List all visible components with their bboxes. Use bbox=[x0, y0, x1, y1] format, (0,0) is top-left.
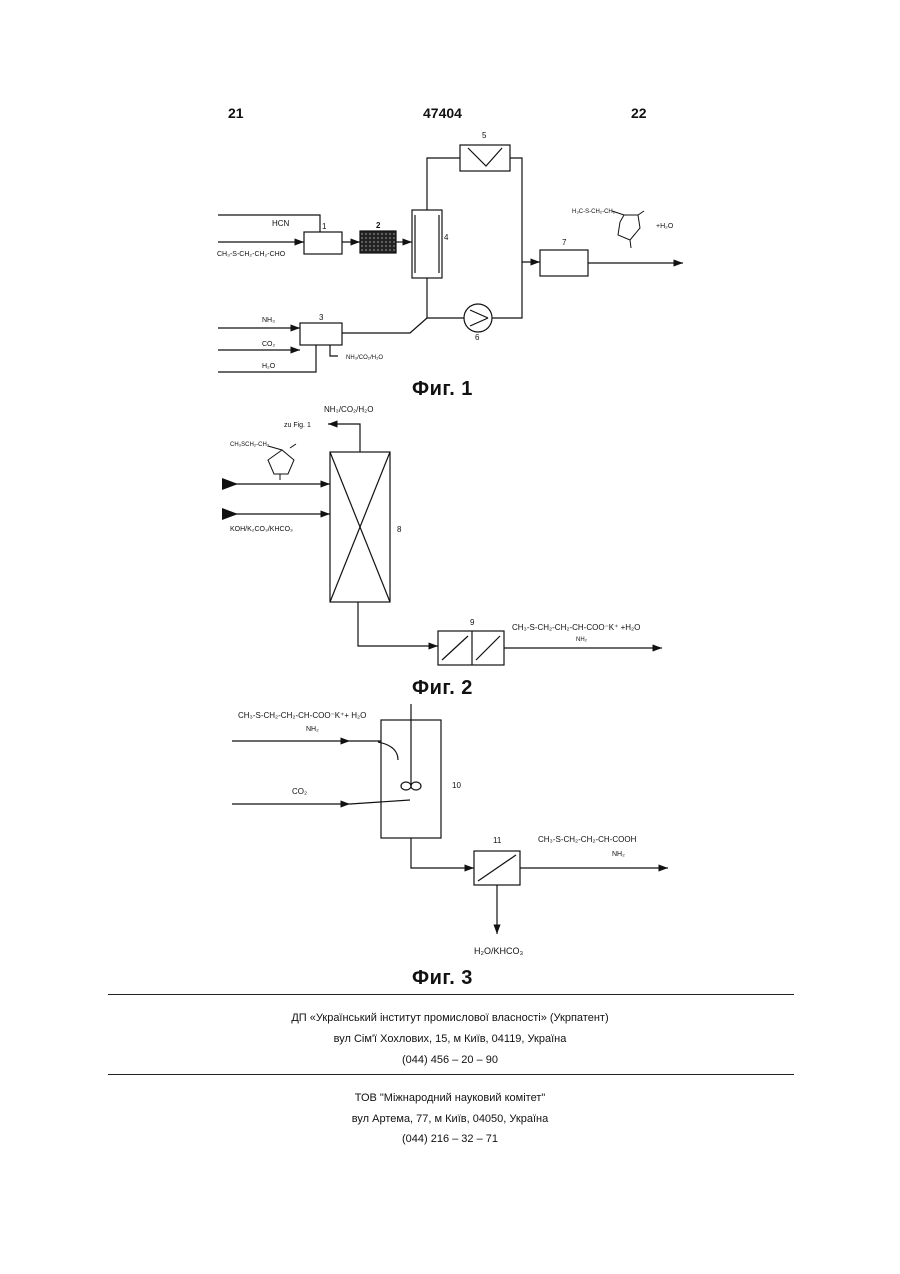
reactor-1 bbox=[304, 232, 342, 254]
nh2-label-fig2: NH₂ bbox=[576, 637, 588, 643]
hcn-feed-line bbox=[218, 215, 320, 233]
product-label-fig3: CH₃-S-CH₂-CH₂-CH-COOH bbox=[538, 835, 637, 844]
water-label: +H₂O bbox=[656, 223, 674, 230]
label-6: 6 bbox=[475, 333, 480, 342]
byproduct-label: H₂O/KHCO₃ bbox=[474, 946, 523, 956]
figure-1-labels: HCN CH₃-S-CH₂-CH₂-CHO NH₃ CO₂ H₂O NH₃/CO… bbox=[217, 131, 674, 370]
nh3-label: NH₃ bbox=[262, 317, 275, 324]
hcn-label: HCN bbox=[272, 219, 290, 228]
figure-3 bbox=[232, 704, 668, 934]
h2o-label: H₂O bbox=[262, 363, 276, 370]
label-11: 11 bbox=[493, 836, 502, 845]
co2-label: CO₂ bbox=[262, 341, 276, 348]
aldehyde-label: CH₃-S-CH₂-CH₂-CHO bbox=[217, 251, 286, 258]
label-5: 5 bbox=[482, 131, 487, 140]
figure-2-labels: NH₃/CO₂/H₂O zu Fig. 1 CH₃SCH₂-CH₂ KOH/K₂… bbox=[230, 405, 640, 643]
nh2-product-label-fig3: NH₂ bbox=[612, 851, 625, 858]
figure-2-caption: Фиг. 2 bbox=[412, 677, 473, 700]
figure-3-caption: Фиг. 3 bbox=[412, 967, 473, 990]
feed-label-fig3: CH₃-S-CH₂-CH₂-CH-COO⁻K⁺+ H₂O bbox=[238, 711, 366, 720]
footer-rule-middle bbox=[108, 1074, 794, 1075]
footer-org-1: ДП «Український інститут промислової вла… bbox=[0, 1012, 900, 1024]
hydantoin-product-label: H₃C-S-CH₂-CH₂ bbox=[572, 209, 616, 215]
footer-rule-top bbox=[108, 994, 794, 995]
footer-phone-1: (044) 456 – 20 – 90 bbox=[0, 1054, 900, 1066]
footer-address-1: вул Сім'ї Хохлових, 15, м Київ, 04119, У… bbox=[0, 1033, 900, 1045]
heat-exchanger-5 bbox=[460, 145, 510, 171]
offgas-label: NH₃/CO₂/H₂O bbox=[324, 405, 373, 414]
feed-arrowheads-fig2 bbox=[222, 478, 238, 520]
label-3: 3 bbox=[319, 313, 324, 322]
column-4 bbox=[412, 210, 442, 278]
nh2-label-fig3: NH₂ bbox=[306, 726, 319, 733]
footer-address-2: вул Артема, 77, м Київ, 04050, Україна bbox=[0, 1113, 900, 1125]
separator-9 bbox=[438, 631, 504, 665]
hydantoin-label-fig2: CH₃SCH₂-CH₂ bbox=[230, 442, 270, 448]
label-4: 4 bbox=[444, 233, 449, 242]
footer-phone-2: (044) 216 – 32 – 71 bbox=[0, 1133, 900, 1145]
label-7: 7 bbox=[562, 238, 567, 247]
base-label: KOH/K₂CO₃/KHCO₃ bbox=[230, 526, 293, 533]
zu-fig1-label: zu Fig. 1 bbox=[284, 422, 311, 429]
label-10: 10 bbox=[452, 781, 461, 790]
label-8: 8 bbox=[397, 525, 402, 534]
recycle-label: NH₃/CO₂/H₂O bbox=[346, 355, 383, 361]
product-label-fig2: CH₃-S-CH₂-CH₂-CH-COO⁻K⁺ +H₂O bbox=[512, 623, 640, 632]
footer-org-2: ТОВ "Міжнародний науковий комітет" bbox=[0, 1092, 900, 1104]
unit-7 bbox=[540, 250, 588, 276]
label-2: 2 bbox=[376, 221, 381, 230]
co2-label-fig3: CO₂ bbox=[292, 787, 307, 796]
figure-1 bbox=[218, 145, 683, 372]
packed-unit-2 bbox=[360, 231, 396, 253]
mixer-3 bbox=[300, 323, 342, 345]
figure-1-caption: Фиг. 1 bbox=[412, 378, 473, 401]
hydantoin-ring-fig1 bbox=[612, 211, 644, 248]
label-1: 1 bbox=[322, 222, 327, 231]
hydantoin-ring-fig2 bbox=[268, 444, 296, 480]
label-9: 9 bbox=[470, 618, 475, 627]
